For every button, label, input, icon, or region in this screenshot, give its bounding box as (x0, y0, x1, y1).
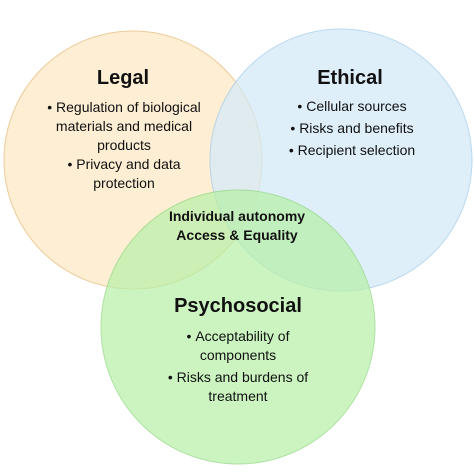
legal-item: Regulation of biological materials and m… (28, 98, 220, 155)
psychosocial-item: Acceptability of components (152, 327, 324, 365)
legal-title: Legal (96, 67, 150, 89)
psychosocial-item: Risks and burdens of treatment (152, 368, 324, 406)
legal-item: Privacy and data protection (28, 155, 220, 193)
center-overlap-label: Individual autonomy Access & Equality (137, 207, 337, 245)
psychosocial-title: Psychosocial (174, 295, 302, 317)
legal-items: Regulation of biological materials and m… (28, 98, 220, 193)
center-line-1: Individual autonomy (168, 208, 306, 224)
ethical-item: Cellular sources (272, 97, 432, 116)
psychosocial-items: Acceptability of components Risks and bu… (152, 327, 324, 406)
ethical-item: Risks and benefits (272, 119, 432, 138)
ethical-title: Ethical (317, 67, 383, 89)
ethical-item: Recipient selection (272, 141, 432, 160)
ethical-items: Cellular sources Risks and benefits Reci… (272, 97, 432, 160)
center-line-2: Access & Equality (176, 227, 298, 243)
